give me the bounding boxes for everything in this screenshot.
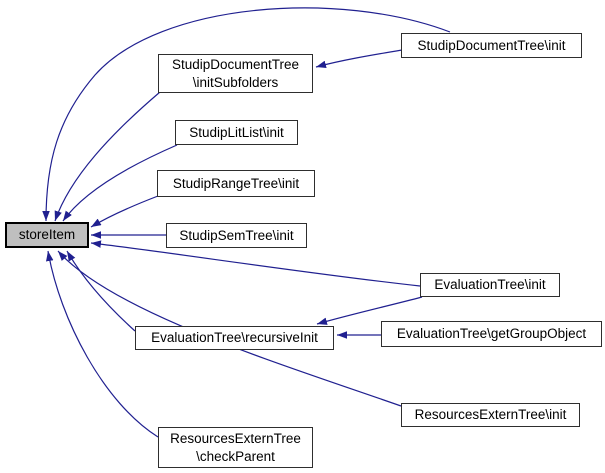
edge-studipdocumenttree-init-to-initsubfolders [315, 49, 403, 69]
node-evaluationtree-init[interactable]: EvaluationTree\init [420, 273, 560, 297]
edge-studiprangetree-init-to-storeitem [90, 195, 159, 228]
edge-checkparent-to-storeitem [46, 250, 159, 438]
node-resourcesexterntree-checkparent[interactable]: ResourcesExternTree \checkParent [158, 427, 313, 468]
node-evaluationtree-recursiveinit[interactable]: EvaluationTree\recursiveInit [135, 326, 334, 350]
node-evaluationtree-getgroupobject[interactable]: EvaluationTree\getGroupObject [381, 321, 602, 347]
node-storeitem: storeItem [5, 222, 89, 248]
edge-evaluationtree-init-to-storeitem [90, 240, 421, 287]
edge-studiplitlist-init-to-storeitem [62, 144, 178, 222]
node-studipdocumenttree-initsubfolders[interactable]: StudipDocumentTree \initSubfolders [158, 54, 313, 93]
edge-studipdocumenttree-init-to-storeitem [42, 7, 451, 222]
edge-recursiveinit-to-storeitem [66, 250, 136, 332]
node-studipdocumenttree-init[interactable]: StudipDocumentTree\init [401, 33, 582, 58]
edge-evaluationtree-init-to-recursiveinit [316, 296, 423, 325]
node-resourcesexterntree-init[interactable]: ResourcesExternTree\init [401, 403, 580, 427]
edge-initsubfolders-to-storeitem [54, 91, 161, 222]
node-studiplitlist-init[interactable]: StudipLitList\init [175, 120, 298, 145]
node-studiprangetree-init[interactable]: StudipRangeTree\init [157, 170, 315, 197]
node-studipsemtree-init[interactable]: StudipSemTree\init [166, 223, 307, 248]
